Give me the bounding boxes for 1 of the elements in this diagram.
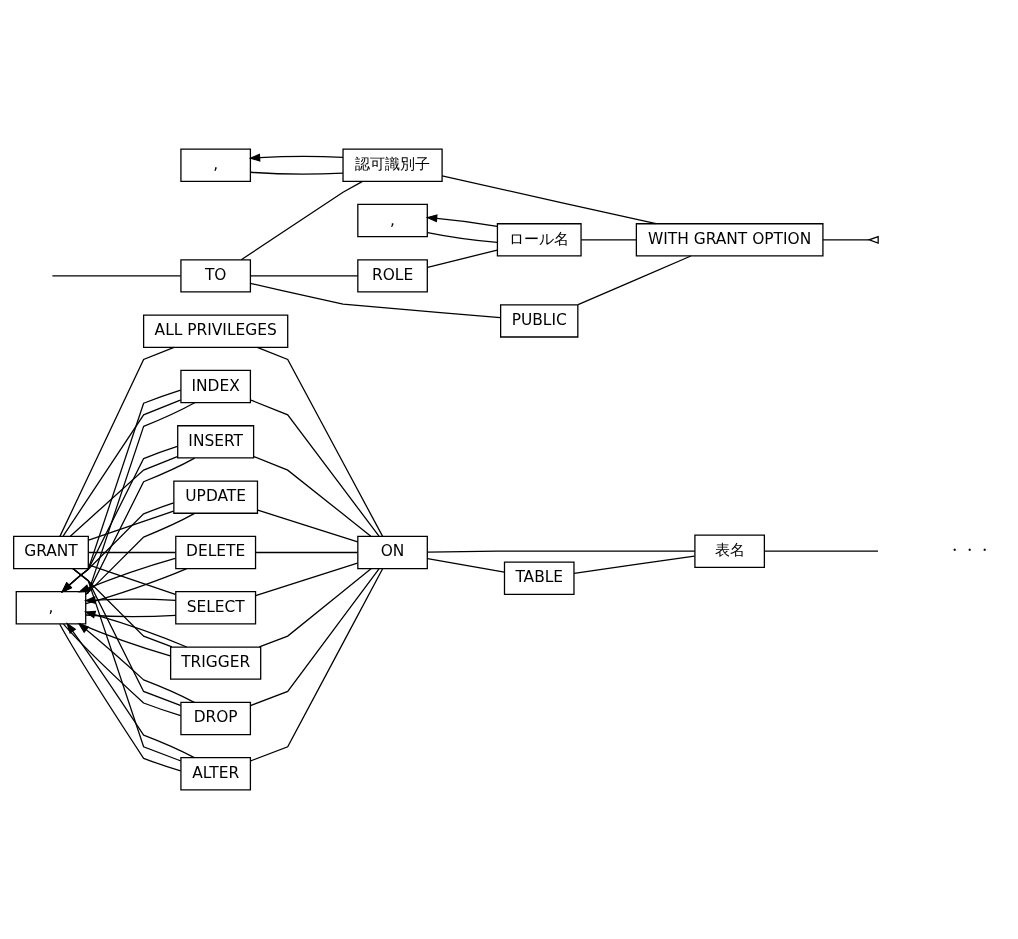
label: ・・・	[947, 541, 993, 560]
